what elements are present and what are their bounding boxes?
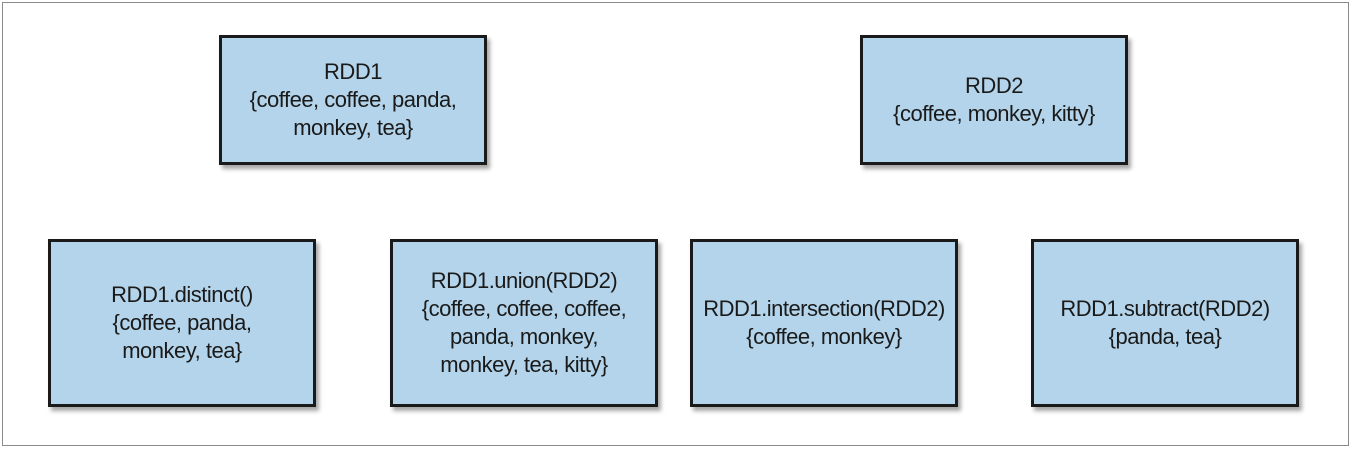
distinct-box: RDD1.distinct() {coffee, panda, monkey, … <box>48 239 316 407</box>
intersection-contents-line-1: {coffee, monkey} <box>746 324 902 349</box>
union-box: RDD1.union(RDD2) {coffee, coffee, coffee… <box>390 239 658 407</box>
intersection-title: RDD1.intersection(RDD2) <box>703 296 945 321</box>
distinct-title: RDD1.distinct() <box>111 282 253 307</box>
rdd2-contents-line-1: {coffee, monkey, kitty} <box>893 101 1095 126</box>
union-title: RDD1.union(RDD2) <box>430 268 618 293</box>
distinct-contents-line-1: {coffee, panda, <box>112 310 252 335</box>
union-contents-line-2: panda, monkey, <box>450 324 598 349</box>
subtract-contents-line-1: {panda, tea} <box>1108 324 1222 349</box>
union-contents-line-3: monkey, tea, kitty} <box>440 352 608 377</box>
subtract-box: RDD1.subtract(RDD2) {panda, tea} <box>1031 239 1299 407</box>
subtract-title: RDD1.subtract(RDD2) <box>1060 296 1270 321</box>
distinct-contents-line-2: monkey, tea} <box>122 338 242 363</box>
rdd1-contents-line-2: monkey, tea} <box>293 115 413 140</box>
rdd2-box: RDD2 {coffee, monkey, kitty} <box>860 35 1128 165</box>
rdd1-contents-line-1: {coffee, coffee, panda, <box>249 87 457 112</box>
rdd2-title: RDD2 <box>965 73 1023 98</box>
rdd1-title: RDD1 <box>324 59 382 84</box>
union-contents-line-1: {coffee, coffee, coffee, <box>421 296 627 321</box>
rdd1-box: RDD1 {coffee, coffee, panda, monkey, tea… <box>219 35 487 165</box>
intersection-box: RDD1.intersection(RDD2) {coffee, monkey} <box>690 239 958 407</box>
